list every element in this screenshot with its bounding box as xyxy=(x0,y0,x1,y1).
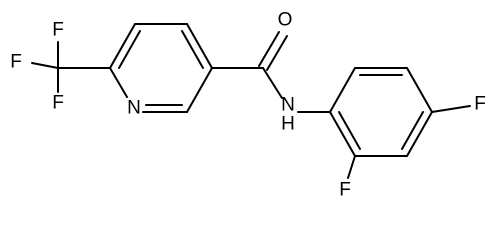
molecule-structure-diagram: F F F N O N H F F xyxy=(10,10,486,201)
bond-aryl-f-ortho xyxy=(347,155,356,179)
bond-pyridine-c2-c3-inner xyxy=(118,30,141,69)
bond-aryl-c3-c4 xyxy=(406,67,433,113)
atom-label-f-ortho: F xyxy=(339,180,351,201)
bond-carbonyl-nh xyxy=(262,67,283,99)
bond-aryl-f-para xyxy=(431,105,471,113)
atom-label-f-cf3-bottom: F xyxy=(52,93,64,114)
bond-pyridine-n-c2 xyxy=(109,67,128,98)
bond-carbonyl-double-a xyxy=(258,31,280,67)
bond-aryl-c6-c1 xyxy=(329,111,356,157)
atom-label-amide-n: N xyxy=(281,95,295,116)
bond-aryl-c4-c5 xyxy=(406,111,433,157)
bond-pyridine-c4-c5-inner xyxy=(181,30,204,69)
atom-label-f-cf3-top: F xyxy=(52,20,64,41)
atom-label-carbonyl-o: O xyxy=(278,10,293,31)
atom-label-pyridine-n: N xyxy=(127,98,141,119)
bond-aryl-c6-c1-inner xyxy=(338,111,361,150)
atom-label-amide-h: H xyxy=(281,114,295,135)
bond-aryl-c1-c2 xyxy=(329,67,356,113)
atom-label-f-para: F xyxy=(474,94,486,115)
bond-carbonyl-double-b xyxy=(266,35,288,71)
bond-pyridine-c5-c6 xyxy=(186,67,213,113)
atom-label-f-cf3-left: F xyxy=(10,52,22,73)
bond-pyridine-c4-c5 xyxy=(186,23,213,69)
bond-pyridine-c2-c3 xyxy=(109,23,136,69)
bond-aryl-c4-c5-inner xyxy=(401,111,424,150)
bond-cf3-f-left xyxy=(31,62,59,69)
